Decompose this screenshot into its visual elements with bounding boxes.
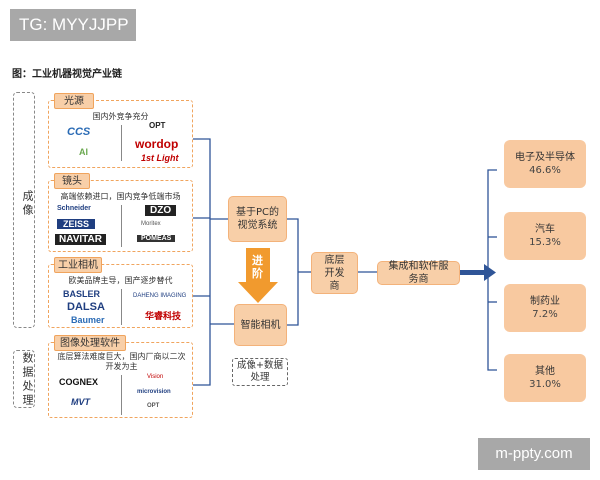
logo-pomeas: POMEAS <box>137 235 176 242</box>
market-auto-pct: 15.3% <box>529 237 561 248</box>
advance-arrow <box>238 248 278 303</box>
software-divider <box>121 375 122 415</box>
market-auto-name: 汽车 <box>535 224 555 235</box>
platform-dev-node: 底层开发商 <box>311 252 358 294</box>
imaging-label: 成像 <box>21 190 34 218</box>
logo-dzo: DZO <box>145 205 177 216</box>
software-group: 底层算法难度巨大，国内厂商以二次开发为主 COGNEX MVT Vision m… <box>48 342 193 418</box>
processing-bracket <box>13 350 35 408</box>
market-other-name: 其他 <box>535 366 555 377</box>
light-source-tag: 光源 <box>54 93 94 109</box>
light-source-desc: 国内外竞争充分 <box>92 112 149 121</box>
logo-vision: Vision <box>147 374 164 380</box>
lens-tag: 镜头 <box>54 173 90 189</box>
logo-schneider: Schneider <box>57 205 91 212</box>
logo-ai: AI <box>79 147 88 157</box>
smart-camera-node: 智能相机 <box>234 304 287 346</box>
processing-label: 数据处理 <box>21 352 34 408</box>
lens-desc: 高端依赖进口，国内竞争低端市场 <box>60 192 181 201</box>
camera-desc: 欧美品牌主导，国产逐步替代 <box>68 276 173 285</box>
market-other-pct: 31.0% <box>529 379 561 390</box>
integrator-arrow <box>460 264 496 281</box>
integrator-node: 集成和软件服务商 <box>377 261 460 285</box>
logo-1st-light: 1st Light <box>141 153 179 163</box>
light-divider <box>121 125 122 161</box>
market-electronics: 电子及半导体 46.6% <box>504 140 586 188</box>
logo-wordop: wordop <box>135 137 179 151</box>
camera-group: 欧美品牌主导，国产逐步替代 BASLER DALSA Baumer DAHENG… <box>48 264 193 328</box>
logo-dalsa: DALSA <box>67 301 105 313</box>
logo-microvision: microvision <box>137 389 171 395</box>
camera-divider <box>121 289 122 325</box>
logo-mvt: MVT <box>71 397 90 407</box>
lens-divider <box>121 205 122 247</box>
pc-vision-node: 基于PC的视觉系统 <box>228 196 287 242</box>
logo-baumer: Baumer <box>71 315 105 325</box>
imaging-data-box: 成像+数据处理 <box>232 358 288 386</box>
advance-label: 进阶 <box>252 254 263 280</box>
market-electronics-pct: 46.6% <box>529 165 561 176</box>
logo-moritex: Moritex <box>141 221 161 227</box>
logo-ccs: CCS <box>67 126 91 138</box>
market-pharma-pct: 7.2% <box>532 309 558 320</box>
bottom-watermark: m-ppty.com <box>478 438 590 470</box>
market-pharma-name: 制药业 <box>530 296 560 307</box>
figure-title: 图：工业机器视觉产业链 <box>12 69 122 80</box>
logo-navitar: NAVITAR <box>55 234 106 245</box>
software-tag: 图像处理软件 <box>54 335 126 351</box>
imaging-bracket <box>13 92 35 328</box>
market-pharma: 制药业 7.2% <box>504 284 586 332</box>
lens-group: 高端依赖进口，国内竞争低端市场 Schneider ZEISS NAVITAR … <box>48 180 193 252</box>
market-auto: 汽车 15.3% <box>504 212 586 260</box>
light-source-group: 国内外竞争充分 CCS AI OPT wordop 1st Light <box>48 100 193 168</box>
top-watermark: TG: MYYJJPP <box>10 9 136 41</box>
logo-opt-2: OPT <box>147 403 160 409</box>
logo-huarui: 华睿科技 <box>145 311 182 321</box>
market-electronics-name: 电子及半导体 <box>515 152 575 163</box>
logo-opt: OPT <box>149 121 166 130</box>
market-other: 其他 31.0% <box>504 354 586 402</box>
logo-daheng: DAHENG IMAGING <box>133 293 187 299</box>
camera-tag: 工业相机 <box>54 257 102 273</box>
logo-basler: BASLER <box>63 289 101 299</box>
logo-zeiss: ZEISS <box>57 219 96 229</box>
logo-cognex: COGNEX <box>59 377 99 387</box>
software-desc: 底层算法难度巨大，国内厂商以二次开发为主 <box>57 352 186 371</box>
